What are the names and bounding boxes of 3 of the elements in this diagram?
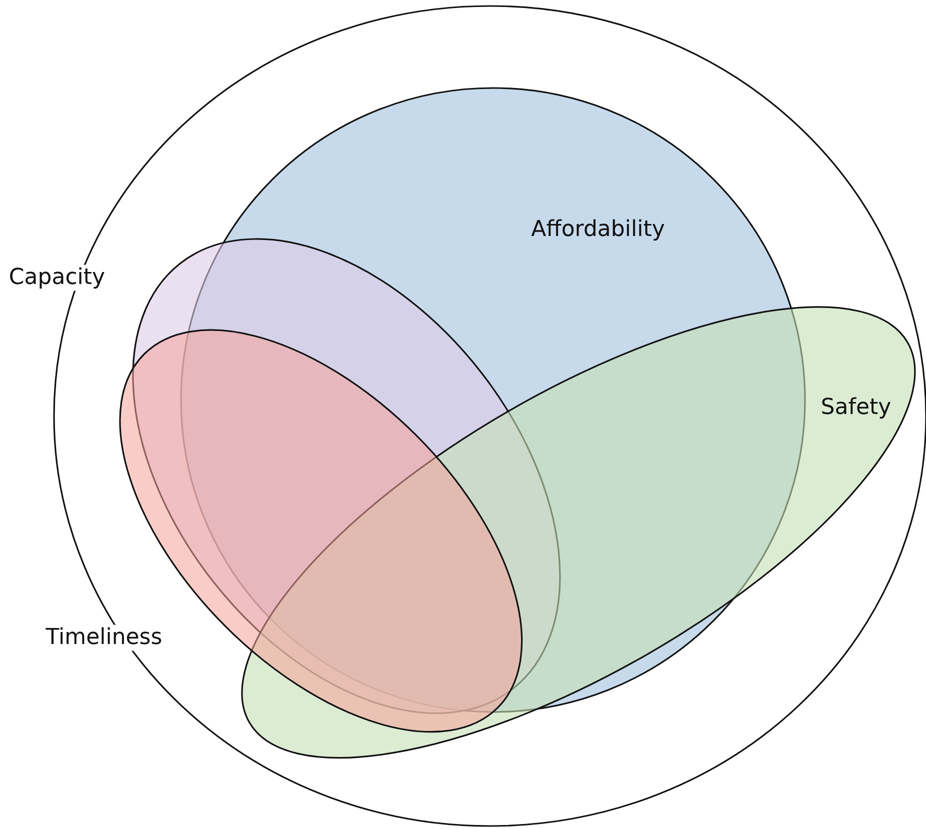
region-label: Timeliness (44, 624, 164, 652)
region-label: Affordability (530, 216, 666, 244)
region-label: Safety (820, 394, 892, 422)
